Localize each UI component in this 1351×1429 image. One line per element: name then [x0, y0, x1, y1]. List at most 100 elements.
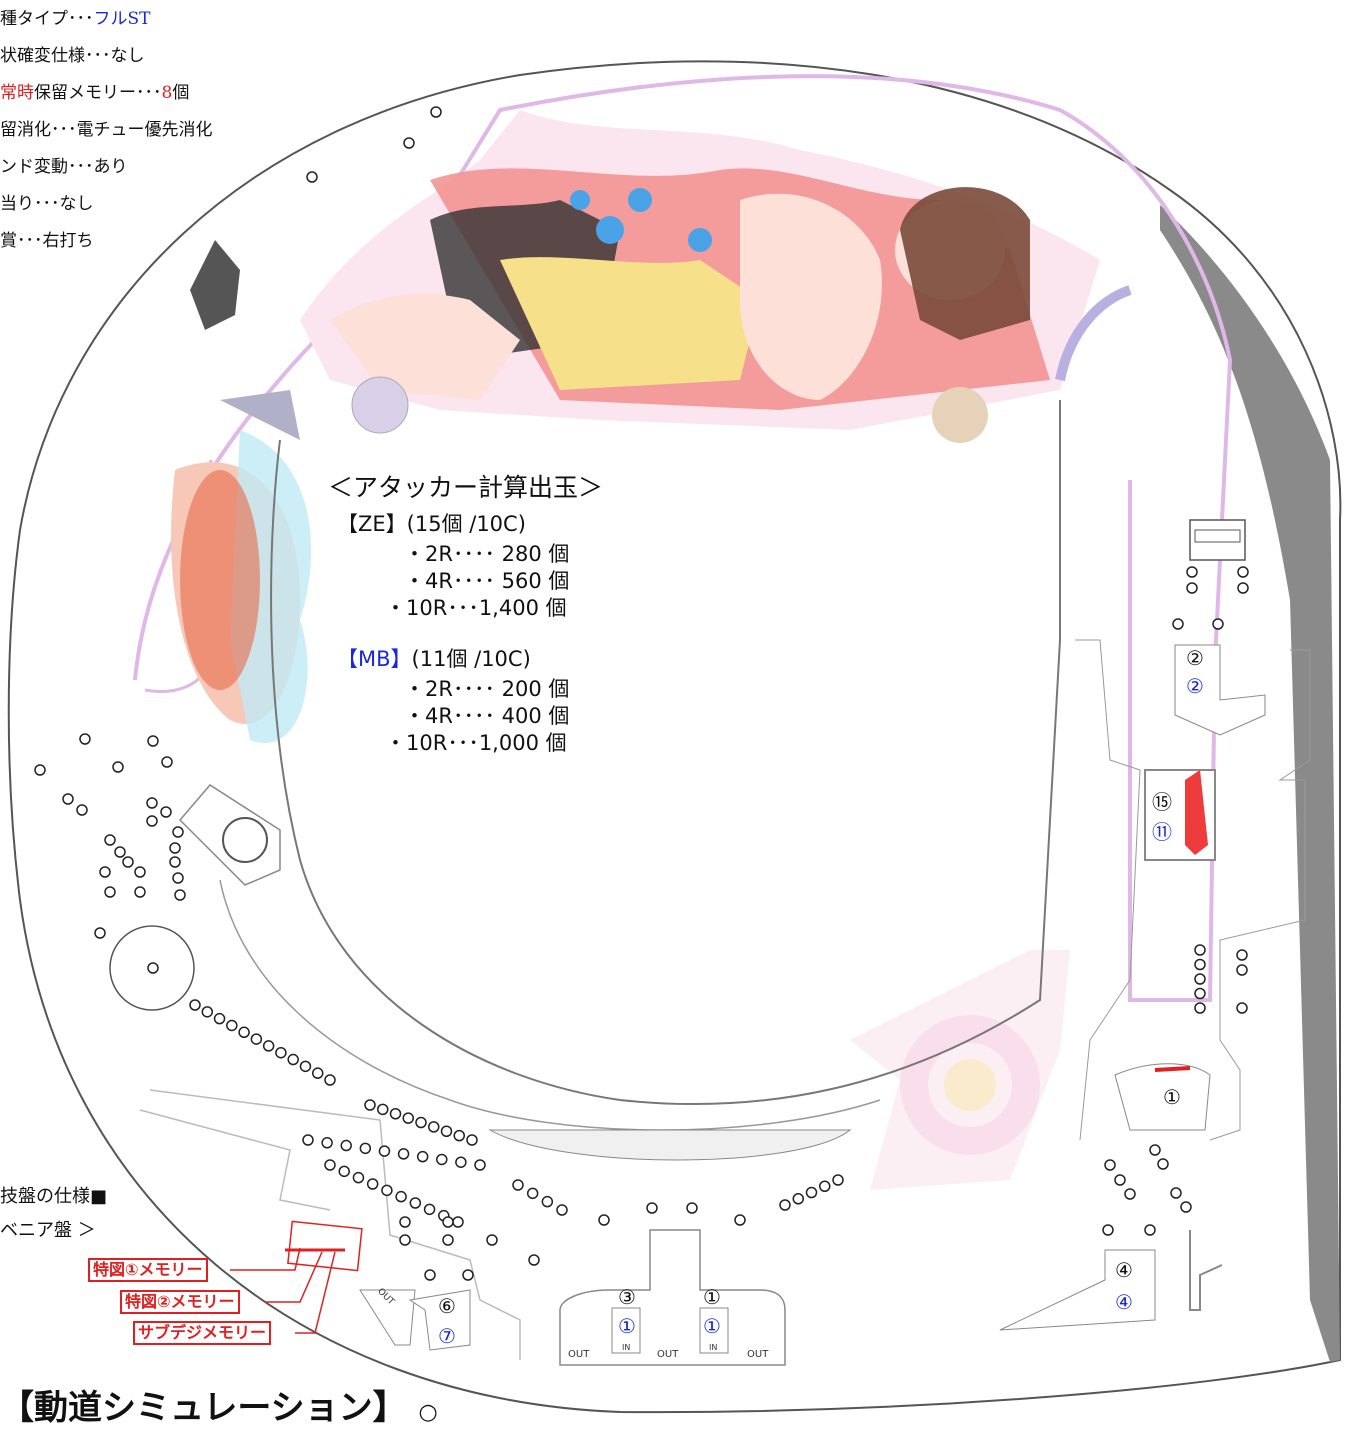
nail: [389, 1108, 402, 1120]
gate-lower: [1114, 1063, 1211, 1131]
nail: [428, 1121, 440, 1133]
nail: [1170, 1187, 1182, 1199]
nail: [306, 171, 318, 183]
attacker-flap: [1185, 770, 1208, 855]
in-label: IN: [709, 1343, 718, 1352]
pocket-center-right-count-mb: ①: [703, 1314, 721, 1338]
nail: [819, 1180, 831, 1192]
nail: [556, 1204, 568, 1216]
pocket-top-right-count: ②: [1186, 646, 1204, 670]
nail: [402, 1112, 414, 1124]
nail: [1194, 987, 1206, 1000]
nail: [440, 1125, 453, 1137]
nail: [250, 1033, 263, 1045]
nail: [415, 1116, 427, 1129]
attacker-right-count-mb: ⑪: [1152, 820, 1172, 844]
nail: [1186, 582, 1198, 594]
nail: [262, 1040, 275, 1052]
pocket-center-left-count: ③: [618, 1285, 636, 1309]
attacker-ze-header: 【ZE】(15個 /10C): [337, 512, 526, 536]
nail: [169, 842, 181, 854]
nail: [1114, 1174, 1126, 1186]
nail: [226, 1019, 238, 1032]
nail: [299, 1060, 312, 1073]
nail: [1194, 958, 1206, 971]
nail: [598, 1214, 610, 1226]
nail: [352, 1171, 365, 1184]
pocket-left-bottom-count-mb: ⑦: [438, 1324, 456, 1348]
gate-right-count: ①: [1163, 1085, 1181, 1109]
nail: [377, 1103, 389, 1116]
nail: [436, 1153, 448, 1166]
nail: [366, 1178, 379, 1190]
nail: [399, 1216, 411, 1228]
nail: [646, 1202, 658, 1214]
nail: [238, 1026, 250, 1039]
pocket-bottom-right-count-mb: ④: [1115, 1290, 1133, 1314]
nail: [134, 866, 146, 878]
nail: [302, 1134, 314, 1146]
attacker-title: ＜アタッカー計算出玉＞: [328, 473, 604, 502]
nail: [1172, 618, 1184, 630]
nail: [146, 797, 158, 809]
nail: [94, 927, 106, 939]
nail: [381, 1184, 393, 1197]
nail: [189, 999, 201, 1011]
nail: [1236, 949, 1248, 961]
nail: [399, 1234, 411, 1246]
nail: [34, 764, 46, 776]
pocket-left-bottom-count: ⑥: [438, 1294, 456, 1318]
nail: [423, 1203, 436, 1216]
nail: [792, 1193, 804, 1205]
out-label: OUT: [657, 1349, 679, 1360]
attacker-mb-row: ・2R････ 200 個: [404, 677, 570, 701]
board-spec-title: 技盤の仕様■: [0, 1186, 108, 1207]
nail: [324, 1074, 336, 1086]
nail: [424, 1269, 436, 1281]
board-spec-subtitle: ベニア盤 ＞: [0, 1220, 96, 1241]
nail: [686, 1202, 698, 1214]
nail: [397, 1148, 410, 1160]
nail: [1194, 973, 1206, 985]
attacker-mb-header: 【MB】(11個 /10C): [337, 647, 531, 671]
pocket-right-upper: [1174, 644, 1266, 736]
nail: [146, 815, 158, 827]
memory-label-tokuzu2: 特図②メモリー: [120, 1290, 240, 1314]
nail: [311, 1067, 324, 1079]
nail: [409, 1197, 422, 1209]
in-label: IN: [622, 1343, 631, 1352]
nail: [1104, 1159, 1116, 1171]
spec-line-memory: 常時保留メモリー･･･8個: [0, 83, 190, 103]
out-label: OUT: [747, 1349, 769, 1360]
spec-line-prize: 賞･･･右打ち: [0, 231, 94, 251]
nail: [172, 872, 184, 884]
nail: [1102, 1224, 1114, 1236]
nail: [275, 1046, 287, 1059]
nail: [62, 793, 74, 805]
nail: [1180, 1201, 1192, 1213]
spec-line-round: ンド変動･･･あり: [0, 157, 128, 177]
nail: [359, 1142, 372, 1155]
nail: [805, 1186, 818, 1199]
nail: [134, 886, 146, 898]
launcher: [190, 240, 240, 330]
attacker-ze-row: ・4R････ 560 個: [404, 569, 570, 593]
flower-artwork: [850, 950, 1070, 1190]
character-artwork: [220, 110, 1132, 443]
pocket-center-left-count-mb: ①: [618, 1314, 636, 1338]
nail: [1144, 1224, 1156, 1236]
attacker-mb-row: ・10R･･･1,000 個: [385, 731, 567, 755]
spec-line-hit: 当り･･･なし: [0, 194, 94, 214]
nail: [462, 1269, 474, 1281]
nail: [1236, 964, 1248, 976]
memory-lamp: [287, 1220, 363, 1272]
nail: [395, 1190, 407, 1203]
nail: [172, 826, 184, 838]
nail: [442, 1234, 454, 1246]
nail: [201, 1006, 214, 1018]
nail: [364, 1099, 376, 1111]
nail: [1212, 618, 1224, 630]
memory-label-tokuzu1: 特図①メモリー: [88, 1258, 208, 1282]
nail: [442, 1216, 454, 1228]
